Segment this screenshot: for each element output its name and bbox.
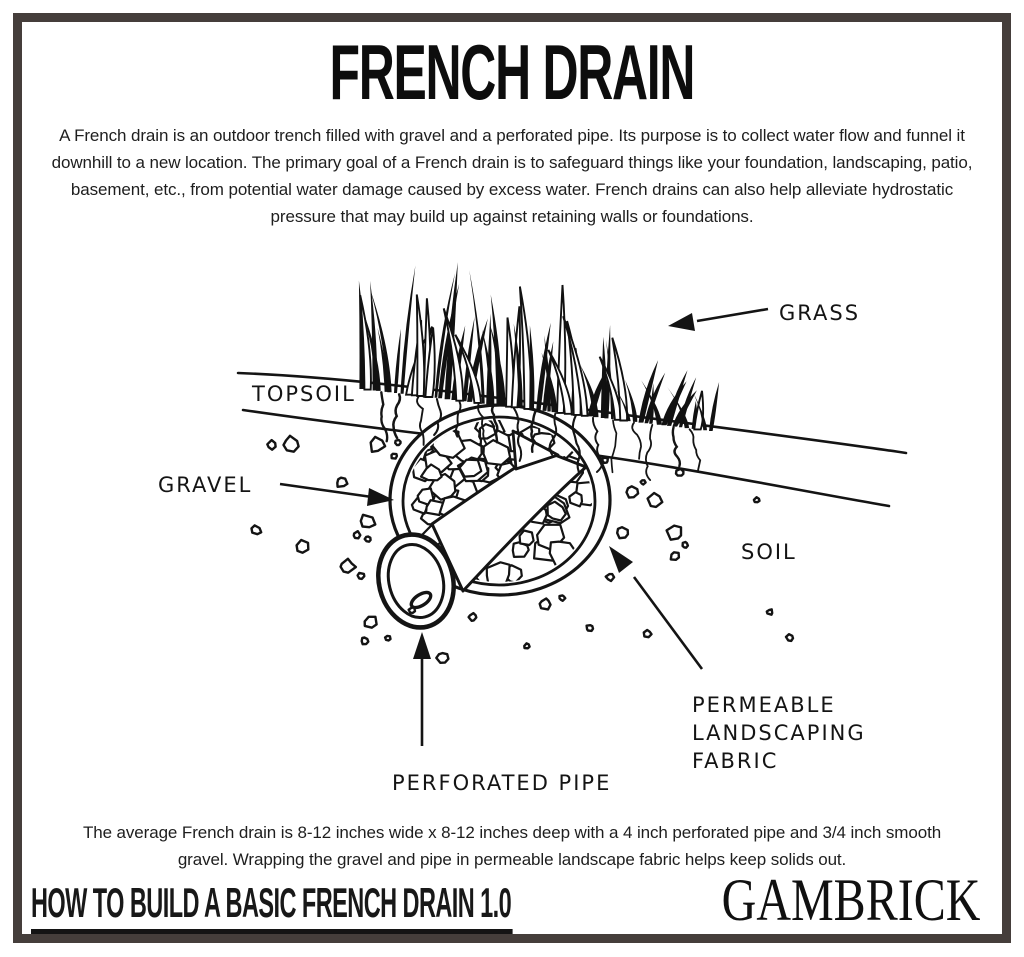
grass-arrow	[668, 307, 769, 331]
fabric-flap	[511, 429, 560, 471]
page-title: FRENCH DRAIN	[329, 28, 696, 116]
label-gravel: GRAVEL	[158, 473, 252, 497]
roots-illustration	[380, 391, 702, 481]
brand-logo: GAMBRICK	[721, 867, 980, 933]
scattered-pebbles	[250, 434, 795, 664]
page-title-row: FRENCH DRAIN	[0, 33, 1024, 111]
intro-paragraph: A French drain is an outdoor trench fill…	[51, 126, 973, 226]
grass-illustration	[358, 262, 720, 431]
brand-row: GAMBRICK	[657, 869, 980, 932]
label-fabric-line3: FABRIC	[692, 749, 778, 773]
label-fabric-line1: PERMEABLE	[692, 693, 836, 717]
pipe-perforation	[409, 590, 433, 610]
pipe-body	[430, 429, 588, 593]
pipe-arrow	[413, 632, 431, 746]
summary-paragraph: The average French drain is 8-12 inches …	[82, 823, 942, 869]
label-fabric-line2: LANDSCAPING	[692, 721, 866, 745]
gravel-arrow	[279, 482, 394, 506]
label-grass: GRASS	[779, 301, 860, 325]
label-soil: SOIL	[741, 540, 797, 564]
fabric-arrow	[609, 546, 704, 670]
diagram-arrows	[279, 307, 769, 746]
label-topsoil: TOPSOIL	[251, 382, 356, 406]
footer-tagline: HOW TO BUILD A BASIC FRENCH DRAIN 1.0	[31, 880, 513, 935]
label-perforated-pipe: PERFORATED PIPE	[392, 771, 611, 795]
footer-tagline-row: HOW TO BUILD A BASIC FRENCH DRAIN 1.0	[31, 880, 891, 935]
